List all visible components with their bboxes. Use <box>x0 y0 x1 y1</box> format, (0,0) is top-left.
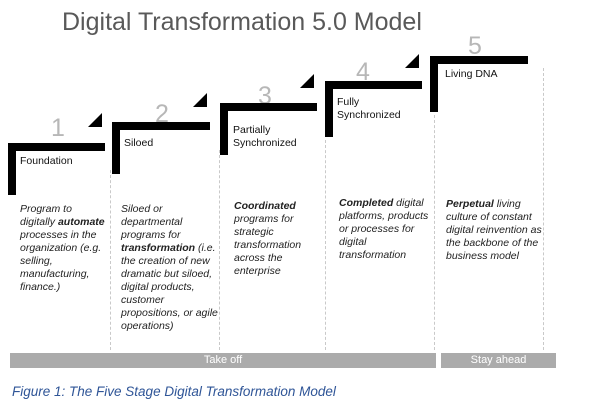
description-text: digital platforms, products or processes… <box>339 197 429 261</box>
step-bar-vertical <box>430 56 438 112</box>
description-text: Program to digitally <box>20 203 72 228</box>
description-emphasis: transformation <box>121 242 196 254</box>
step-bar-horizontal <box>112 122 210 130</box>
column-separator <box>543 68 544 350</box>
corner-triangle-icon <box>88 113 102 127</box>
diagram-title: Digital Transformation 5.0 Model <box>62 8 422 36</box>
stage-number: 4 <box>356 58 370 86</box>
phase-bar-stay-ahead: Stay ahead <box>441 353 556 368</box>
description-text: programs for strategic transformation ac… <box>234 213 302 277</box>
step-bar-vertical <box>8 143 16 195</box>
stage-label: Fully Synchronized <box>337 96 401 121</box>
figure-caption: Figure 1: The Five Stage Digital Transfo… <box>12 384 336 399</box>
stage-description: Program to digitally automate processes … <box>20 203 108 294</box>
step-bar-vertical <box>325 81 333 137</box>
description-emphasis: Perpetual <box>446 198 494 210</box>
column-separator <box>434 115 435 350</box>
stage-label: Living DNA <box>445 68 498 80</box>
description-text: living culture of constant digital reinv… <box>446 198 542 262</box>
column-separator <box>110 170 111 350</box>
description-emphasis: Coordinated <box>234 200 296 212</box>
stage-number: 1 <box>51 114 65 142</box>
stage-description: Perpetual living culture of constant dig… <box>446 198 544 263</box>
step-bar-vertical <box>112 122 120 174</box>
step-bar-horizontal <box>8 143 105 151</box>
description-emphasis: automate <box>57 216 105 228</box>
description-text: processes in the organization (e.g. sell… <box>20 229 102 293</box>
description-text: (i.e. the creation of new dramatic but s… <box>121 242 218 332</box>
stage-label: Siloed <box>124 137 154 149</box>
stage-label: Foundation <box>20 155 73 167</box>
step-bar-horizontal <box>430 56 528 64</box>
step-bar-horizontal <box>220 103 317 111</box>
column-separator <box>219 150 220 350</box>
corner-triangle-icon <box>300 74 314 88</box>
stage-description: Coordinated programs for strategic trans… <box>234 200 324 278</box>
description-text: Siloed or departmental programs for <box>121 203 183 241</box>
step-bar-horizontal <box>325 81 422 89</box>
column-separator <box>325 140 326 350</box>
step-bar-vertical <box>220 103 228 155</box>
stage-number: 5 <box>468 32 482 60</box>
stage-description: Completed digital platforms, products or… <box>339 197 434 262</box>
corner-triangle-icon <box>193 93 207 107</box>
description-emphasis: Completed <box>339 197 394 209</box>
corner-triangle-icon <box>405 54 419 68</box>
stage-number: 2 <box>155 100 169 128</box>
phase-bar-take-off: Take off <box>10 353 436 368</box>
stage-label: Partially Synchronized <box>233 124 297 149</box>
stage-description: Siloed or departmental programs for tran… <box>121 203 221 333</box>
